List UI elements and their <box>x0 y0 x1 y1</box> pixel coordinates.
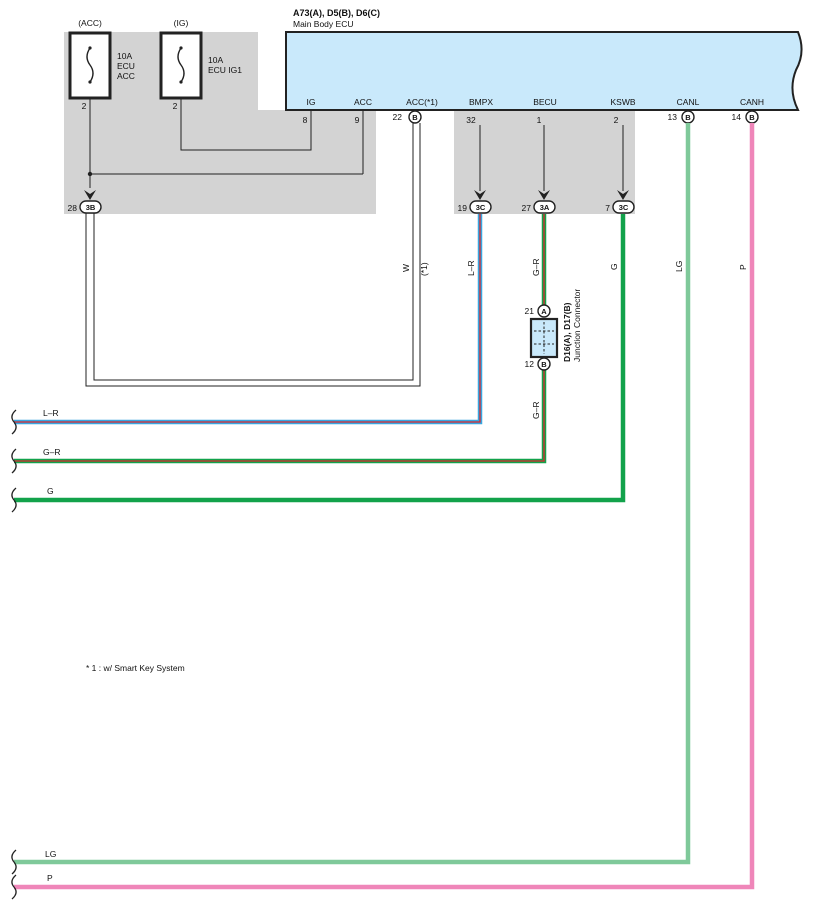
svg-text:B: B <box>685 113 691 122</box>
junction-box-code: D16(A), D17(B) <box>562 302 572 362</box>
wire-w <box>85 123 421 387</box>
wire-label-lg: LG <box>674 261 684 272</box>
fuse-ig-line1: ECU IG1 <box>208 65 242 75</box>
main-body-ecu <box>285 31 803 111</box>
junction-3a-27: 27 3A <box>522 200 556 214</box>
wire-p <box>14 123 755 890</box>
pin-name-bmpx: BMPX <box>469 97 493 107</box>
svg-text:7: 7 <box>605 203 610 213</box>
fuse-ig-amp: 10A <box>208 55 223 65</box>
fuse-acc-terminal-bottom <box>88 80 92 84</box>
left-label-lr: L–R <box>43 408 59 418</box>
svg-text:27: 27 <box>522 203 532 213</box>
pin-name-kswb: KSWB <box>610 97 635 107</box>
svg-text:3A: 3A <box>540 203 550 212</box>
svg-text:B: B <box>749 113 755 122</box>
svg-text:B: B <box>541 360 547 369</box>
ecu-signal-lines <box>479 125 624 191</box>
wire-break-marks <box>11 409 17 900</box>
svg-text:A: A <box>541 307 547 316</box>
pin-name-canh: CANH <box>740 97 764 107</box>
connector-b-canh: B <box>745 110 759 124</box>
wire-label-lr: L–R <box>466 260 476 276</box>
svg-text:B: B <box>412 113 418 122</box>
pin-number-canl: 13 <box>668 112 678 122</box>
arrow-connectors <box>84 190 629 200</box>
fuse-acc-amp: 10A <box>117 51 132 61</box>
svg-text:19: 19 <box>458 203 468 213</box>
fuse-acc-icon <box>86 47 94 83</box>
pin-number-becu: 1 <box>537 115 542 125</box>
pin-number-ig: 8 <box>303 115 308 125</box>
connector-b-canl: B <box>681 110 695 124</box>
pin-name-acc: ACC <box>354 97 372 107</box>
wire-label-w: W <box>401 264 411 272</box>
pin-name-canl: CANL <box>677 97 700 107</box>
footnote: * 1 : w/ Smart Key System <box>86 663 185 673</box>
wire-label-gr-bottom: G–R <box>531 402 541 419</box>
wire-lg <box>14 123 691 865</box>
fuse-ig-terminal-bottom <box>179 80 183 84</box>
pin-number-acc: 9 <box>355 115 360 125</box>
pin-number-bmpx: 32 <box>466 115 476 125</box>
wire-label-w-note: (*1) <box>419 262 429 276</box>
pin-number-acc1: 22 <box>393 112 403 122</box>
junction-box-name: Junction Connector <box>572 289 582 362</box>
pin-name-becu: BECU <box>533 97 557 107</box>
pin-name-ig: IG <box>307 97 316 107</box>
fuse-ig-label: (IG) <box>174 18 189 28</box>
left-label-gr: G–R <box>43 447 60 457</box>
junction-connector-d16-d17: 21 A 12 B D16(A), D17(B) Junction Connec… <box>525 289 582 371</box>
fuse-ig-icon <box>177 47 185 83</box>
left-label-p: P <box>47 873 53 883</box>
pin-name-acc1: ACC(*1) <box>406 97 438 107</box>
fuse-acc-line2: ACC <box>117 71 135 81</box>
left-label-lg: LG <box>45 849 56 859</box>
fuse-ig-pin: 2 <box>173 101 178 111</box>
pin-number-kswb: 2 <box>614 115 619 125</box>
svg-text:3C: 3C <box>619 203 629 212</box>
ecu-name: Main Body ECU <box>293 19 353 29</box>
svg-text:28: 28 <box>68 203 78 213</box>
wire-label-p: P <box>738 264 748 270</box>
fuse-acc-pin: 2 <box>82 101 87 111</box>
wire-l-r <box>14 214 483 425</box>
fuse-area-shading <box>64 32 376 214</box>
wire-label-g: G <box>609 263 619 270</box>
ecu-code: A73(A), D5(B), D6(C) <box>293 8 380 18</box>
wire-g-r <box>14 214 547 464</box>
connector-b-acc1: B <box>408 110 422 124</box>
wire-g <box>14 214 626 503</box>
svg-text:3B: 3B <box>86 203 96 212</box>
fuse-acc-terminal-top <box>88 46 92 50</box>
fuse-ig-terminal-top <box>179 46 183 50</box>
junction-3c-19: 19 3C <box>458 200 492 214</box>
splice-point <box>87 171 93 177</box>
pin-number-canh: 14 <box>732 112 742 122</box>
svg-text:12: 12 <box>525 359 535 369</box>
left-label-g: G <box>47 486 54 496</box>
fuse-acc-label: (ACC) <box>78 18 102 28</box>
svg-text:21: 21 <box>525 306 535 316</box>
svg-text:3C: 3C <box>476 203 486 212</box>
fuse-acc-line1: ECU <box>117 61 135 71</box>
junction-3c-7: 7 3C <box>605 200 635 214</box>
wire-label-gr-top: G–R <box>531 259 541 276</box>
junction-3b-28: 28 3B <box>68 200 102 214</box>
